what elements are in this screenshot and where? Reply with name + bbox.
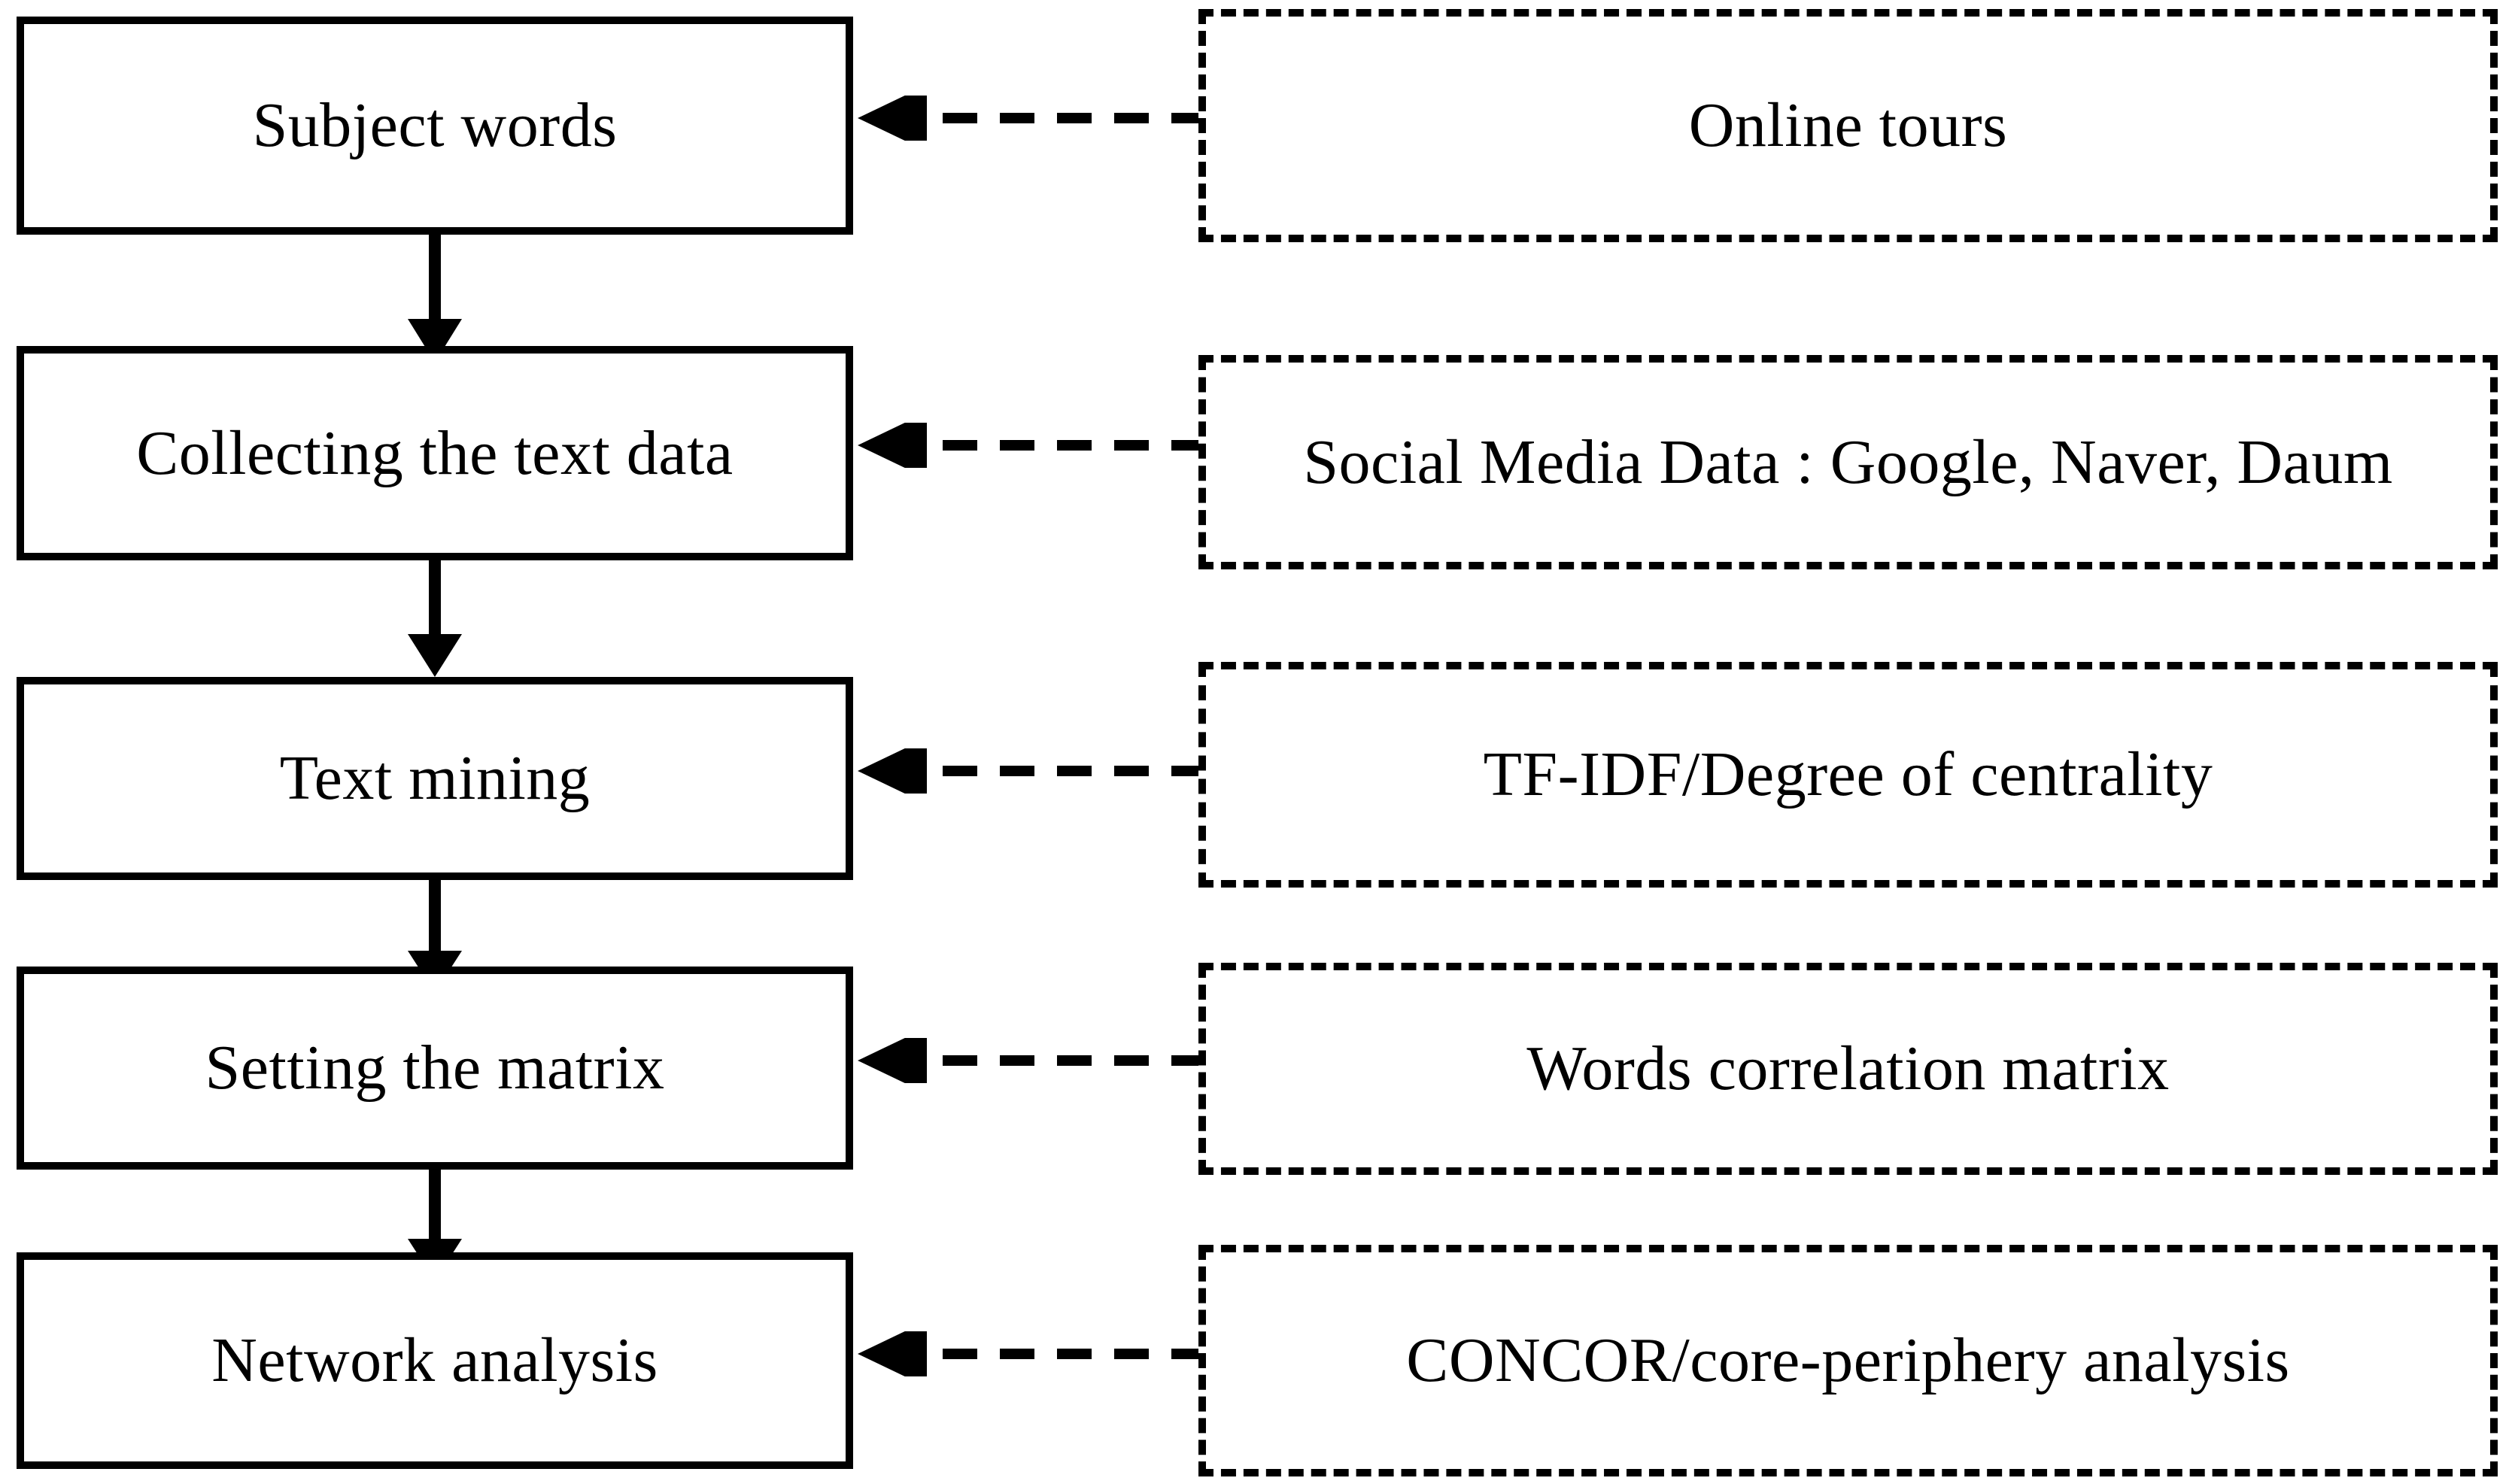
note-label-5: CONCOR/core-periphery analysis (1406, 1325, 2290, 1395)
note-box-online-tours[interactable]: Online tours (1198, 9, 2498, 242)
process-label-5: Network analysis (211, 1325, 658, 1395)
note-label-2: Social Media Data : Google, Naver, Daum (1303, 426, 2393, 497)
process-box-setting-the-matrix[interactable]: Setting the matrix (17, 967, 853, 1170)
process-label-4: Setting the matrix (205, 1033, 665, 1103)
solid-down-arrow-icon-2 (405, 560, 465, 677)
note-box-tfidf-degree-centrality[interactable]: TF-IDF/Degree of centrality (1198, 662, 2498, 888)
solid-down-arrow-icon-1 (405, 235, 465, 363)
note-box-concor-core-periphery[interactable]: CONCOR/core-periphery analysis (1198, 1245, 2498, 1476)
note-label-4: Words correlation matrix (1526, 1033, 2170, 1103)
process-label-1: Subject words (252, 90, 618, 160)
dashed-left-arrow-icon-1 (858, 96, 1206, 141)
process-box-text-mining[interactable]: Text mining (17, 677, 853, 880)
note-label-1: Online tours (1688, 90, 2008, 160)
dashed-left-arrow-icon-4 (858, 1038, 1206, 1083)
process-box-collecting-the-text-data[interactable]: Collecting the text data (17, 346, 853, 560)
note-label-3: TF-IDF/Degree of centrality (1483, 739, 2213, 809)
process-label-2: Collecting the text data (136, 417, 734, 488)
dashed-left-arrow-icon-3 (858, 748, 1206, 794)
process-box-network-analysis[interactable]: Network analysis (17, 1252, 853, 1469)
dashed-left-arrow-icon-5 (858, 1331, 1206, 1376)
note-box-social-media-data[interactable]: Social Media Data : Google, Naver, Daum (1198, 355, 2498, 569)
dashed-left-arrow-icon-2 (858, 423, 1206, 468)
note-box-words-correlation-matrix[interactable]: Words correlation matrix (1198, 963, 2498, 1175)
process-label-3: Text mining (279, 743, 591, 813)
process-box-subject-words[interactable]: Subject words (17, 17, 853, 235)
